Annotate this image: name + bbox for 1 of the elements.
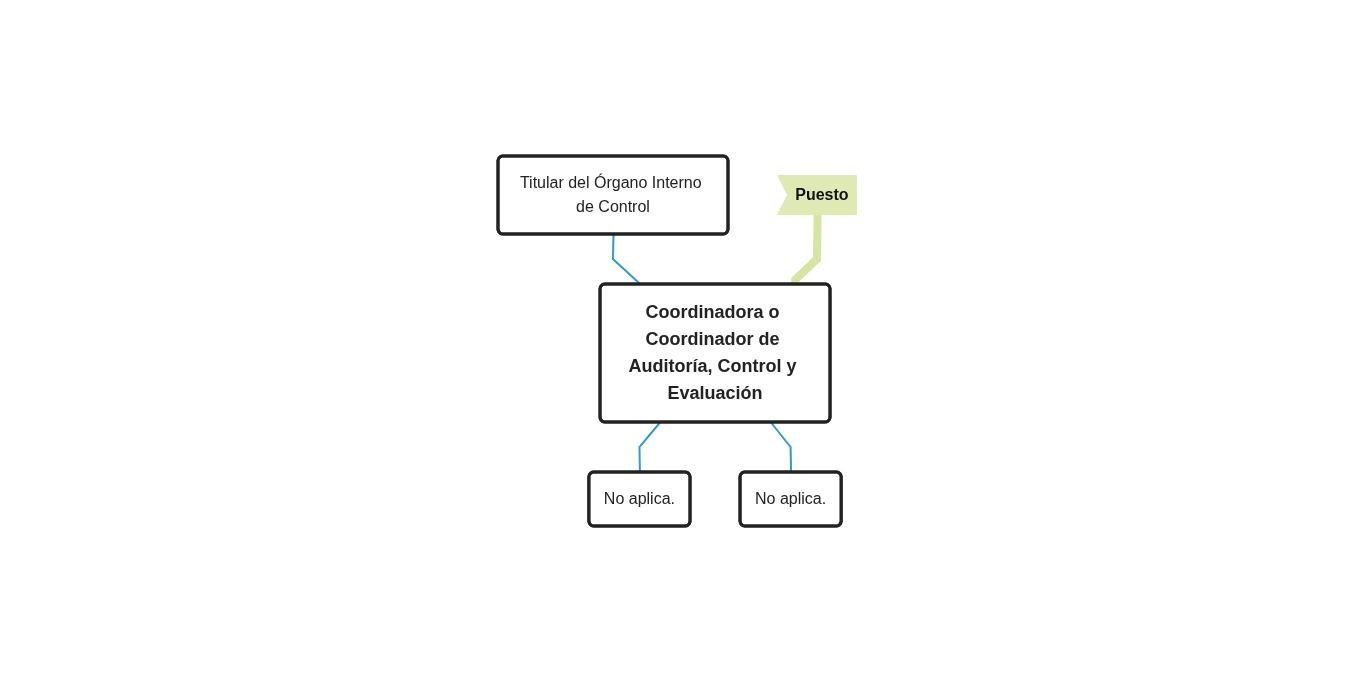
arrow bbox=[790, 214, 822, 285]
